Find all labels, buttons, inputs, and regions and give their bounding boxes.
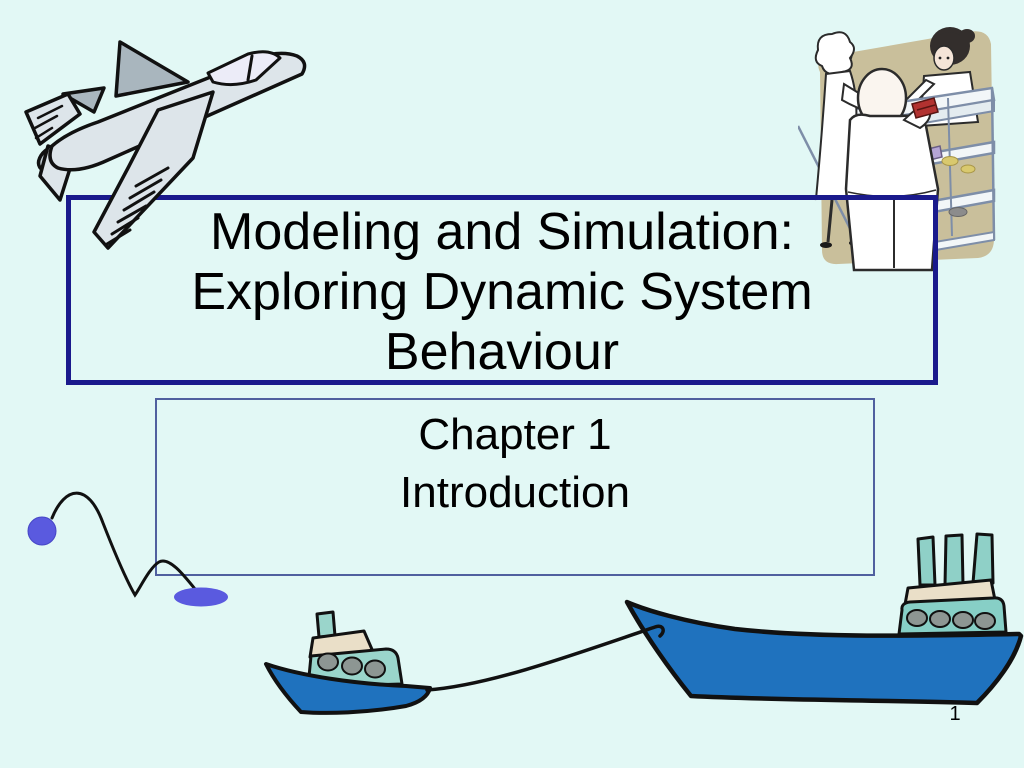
large-boat-clipart [624,532,1024,706]
flattened-ball [174,587,228,607]
title-line-2: Exploring Dynamic System [191,263,813,321]
customer-man-figure [844,67,940,272]
subtitle-line-2: Introduction [400,468,630,517]
title-line-1: Modeling and Simulation: [210,203,794,261]
shop-counter-scene-clipart [798,27,996,272]
tow-rope-line [425,624,665,692]
title-box: Modeling and Simulation: Exploring Dynam… [66,195,938,385]
airplane-clipart [24,40,307,250]
bounce-trajectory-line [50,491,201,598]
subtitle-line-1: Chapter 1 [418,410,612,459]
bouncing-ball-clipart [27,491,228,607]
small-boat-clipart [264,610,432,715]
ball [27,516,57,546]
subtitle-box: Chapter 1 Introduction [155,398,875,576]
title-line-3: Behaviour [384,323,620,381]
page-number: 1 [949,703,961,725]
